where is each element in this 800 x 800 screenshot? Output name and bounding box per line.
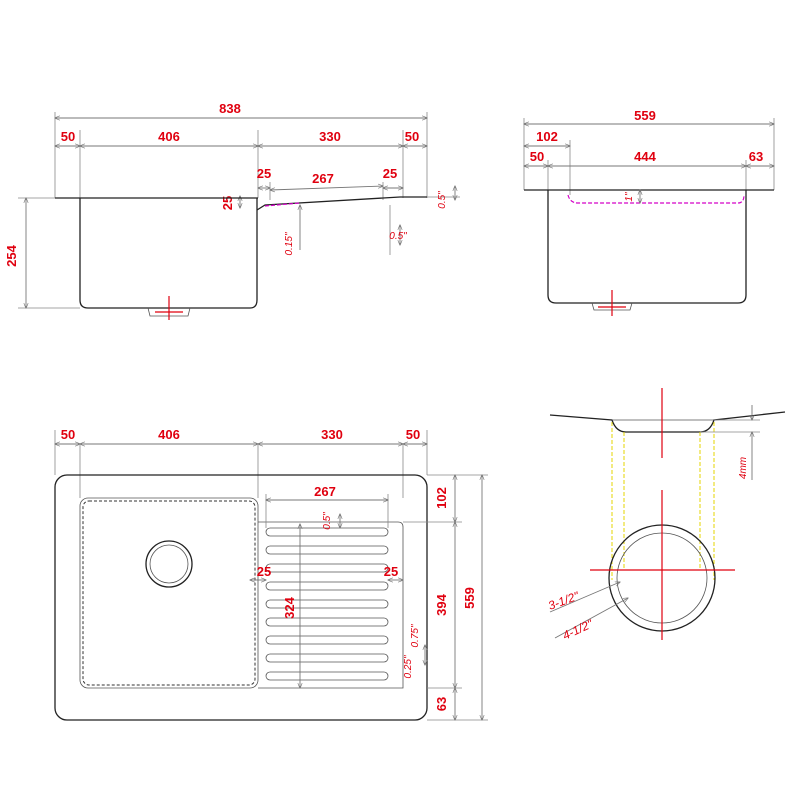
dim-plan-groove-length: 324 <box>282 596 297 618</box>
dim-drainer-inset-right: 25 <box>383 166 397 181</box>
dim-drain-inner: 4-1/2" <box>560 616 595 642</box>
drain-detail-view: 4mm 3-1/2" 4-1/2" <box>546 388 786 643</box>
dim-step-height: 25 <box>220 196 235 210</box>
side-elevation-view: 559 102 50 444 63 1" <box>524 108 774 316</box>
dim-plan-front: 63 <box>434 697 449 711</box>
dim-drainer-inset-left: 25 <box>257 166 271 181</box>
dim-side-back-offset: 102 <box>536 129 558 144</box>
dim-bowl-width: 406 <box>158 129 180 144</box>
dim-plan-inset-right: 25 <box>384 564 398 579</box>
dim-left-margin: 50 <box>61 129 75 144</box>
dim-overall-width: 838 <box>219 101 241 116</box>
dim-plan-drainer-inner: 267 <box>314 484 336 499</box>
dim-plan-groove-pitch: 0.75" <box>410 624 421 647</box>
dim-side-back-margin: 50 <box>530 149 544 164</box>
dim-plan-groove-width: 0.25" <box>403 655 414 678</box>
dim-plan-drainer-width: 330 <box>321 427 343 442</box>
dim-drain-outer: 3-1/2" <box>546 589 581 613</box>
dim-side-inner: 444 <box>634 149 656 164</box>
front-elevation-view: 838 50 406 330 50 25 267 25 25 254 0.15" <box>4 101 460 320</box>
dim-side-overall: 559 <box>634 108 656 123</box>
dim-plan-groove-top: 0.5" <box>322 512 333 530</box>
dim-side-rim: 1" <box>624 192 635 202</box>
dim-plan-bowl-width: 406 <box>158 427 180 442</box>
dim-plan-right-margin: 50 <box>406 427 420 442</box>
dim-drainer-inner: 267 <box>312 171 334 186</box>
dim-side-front-margin: 63 <box>749 149 763 164</box>
dim-drain-flange: 4mm <box>738 457 749 479</box>
dim-drainer-width: 330 <box>319 129 341 144</box>
drainer-grooves <box>265 527 389 681</box>
dim-plan-back: 102 <box>434 487 449 509</box>
dim-depth: 254 <box>4 244 19 266</box>
dim-lip-top: 0.5" <box>437 191 448 209</box>
dim-slope: 0.15" <box>284 232 295 255</box>
dim-plan-inset-left: 25 <box>257 564 271 579</box>
dim-right-margin: 50 <box>405 129 419 144</box>
dim-plan-overall: 559 <box>462 587 477 609</box>
dim-plan-mid: 394 <box>434 593 449 615</box>
dim-lip-bottom: 0.5" <box>389 231 407 242</box>
dim-plan-left-margin: 50 <box>61 427 75 442</box>
plan-view: 50 406 330 50 267 0.5" <box>54 427 488 721</box>
